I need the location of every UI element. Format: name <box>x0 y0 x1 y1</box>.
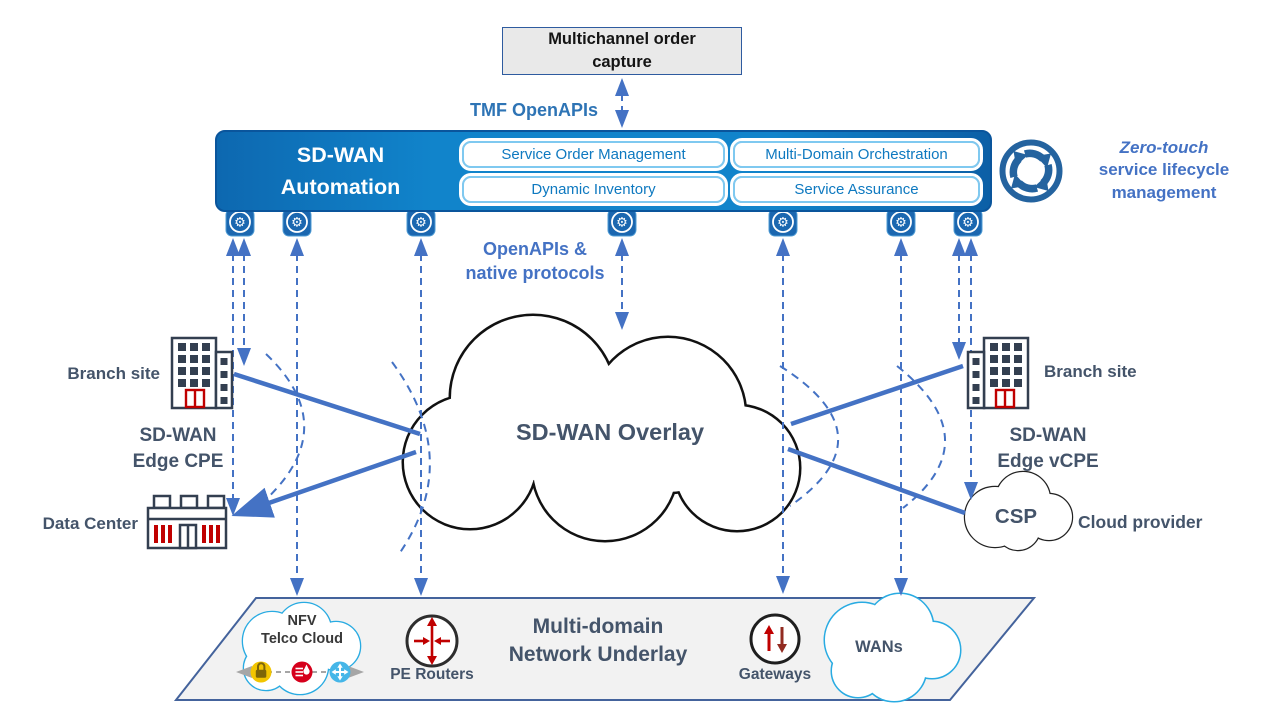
branch-site-building-right <box>966 336 1030 410</box>
branch-site-building-left <box>170 336 234 410</box>
wans-label: WANs <box>855 638 903 656</box>
nfv-security-icons <box>236 661 364 683</box>
automation-gear-icon <box>225 208 255 237</box>
sdwan-overlay-label: SD-WAN Overlay <box>515 419 705 445</box>
zero-touch-label: Zero-touch service lifecycle management <box>1085 137 1243 204</box>
edge-vcpe-label: SD-WAN Edge vCPE <box>997 425 1099 473</box>
firewall-icon <box>291 661 313 683</box>
gateway-icon <box>749 613 801 665</box>
automation-gear-icon <box>886 208 916 237</box>
automation-gear-icon <box>406 208 436 237</box>
openapis-protocols-label: OpenAPIs & native protocols <box>465 239 605 284</box>
branch-site-left-label: Branch site <box>67 364 160 383</box>
automation-gear-icon <box>953 208 983 237</box>
zero-touch-line1: Zero-touch <box>1119 138 1209 157</box>
module-service-assurance: Service Assurance <box>730 173 983 206</box>
pe-routers-label: PE Routers <box>390 666 474 683</box>
csp-label: CSP <box>994 505 1038 528</box>
automation-gear-row <box>225 208 983 237</box>
module-dynamic-inventory: Dynamic Inventory <box>459 173 728 206</box>
banner-title: SD-WAN Automation <box>280 143 401 200</box>
automation-gear-icon <box>768 208 798 237</box>
zero-touch-rest: service lifecycle management <box>1098 160 1230 202</box>
data-center-label: Data Center <box>42 514 138 533</box>
cloud-provider-label: Cloud provider <box>1078 512 1203 532</box>
gateways-label: Gateways <box>738 666 812 683</box>
pe-router-icon <box>405 614 459 668</box>
network-underlay-title: Multi-domain Network Underlay <box>508 615 688 666</box>
data-center-building <box>146 494 228 550</box>
tmf-openapis-label: TMF OpenAPIs <box>469 100 598 120</box>
network-underlay-parallelogram <box>173 597 1037 701</box>
automation-gear-icon <box>282 208 312 237</box>
nfv-telco-cloud-label: NFV Telco Cloud <box>261 613 343 648</box>
module-multi-domain-orchestration: Multi-Domain Orchestration <box>730 138 983 171</box>
edge-cpe-label: SD-WAN Edge CPE <box>132 425 224 473</box>
virtual-router-icon <box>329 661 351 683</box>
lock-icon <box>250 661 272 683</box>
multichannel-order-capture-box: Multichannel order capture <box>502 27 742 75</box>
automation-gear-icon <box>607 208 637 237</box>
branch-site-right-label: Branch site <box>1044 362 1137 381</box>
module-service-order-management: Service Order Management <box>459 138 728 171</box>
zero-touch-cycle-icon <box>999 139 1063 203</box>
overlay-links <box>231 363 966 518</box>
